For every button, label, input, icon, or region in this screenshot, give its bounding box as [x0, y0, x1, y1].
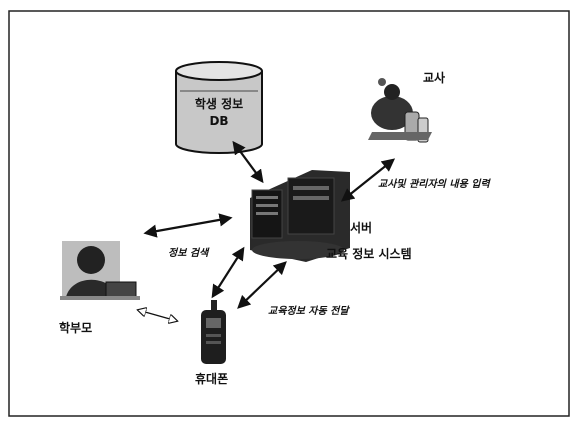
phone-label: 휴대폰 — [195, 371, 228, 386]
student-database-icon: 학생 정보 DB — [176, 62, 262, 153]
database-label-line2: DB — [209, 114, 228, 128]
info-search-label: 정보 검색 — [168, 247, 210, 259]
auto-delivery-label: 교육정보 자동 전달 — [268, 305, 350, 317]
parent-icon — [60, 241, 140, 300]
phone-icon — [201, 300, 226, 364]
teacher-icon — [368, 78, 432, 142]
teacher-label: 교사 — [423, 70, 445, 85]
system-label: 교육 정보 시스템 — [326, 246, 412, 261]
phone-server-arrow — [213, 249, 243, 296]
parent-server-arrow — [146, 218, 230, 233]
parent-label: 학부모 — [59, 320, 92, 335]
server-label: 서버 — [350, 220, 372, 235]
parent-phone-arrow — [138, 310, 177, 321]
database-label-line1: 학생 정보 — [195, 96, 243, 111]
server-phone-delivery-arrow — [239, 263, 285, 307]
teacher-input-label: 교사및 관리자의 내용 입력 — [378, 178, 491, 190]
